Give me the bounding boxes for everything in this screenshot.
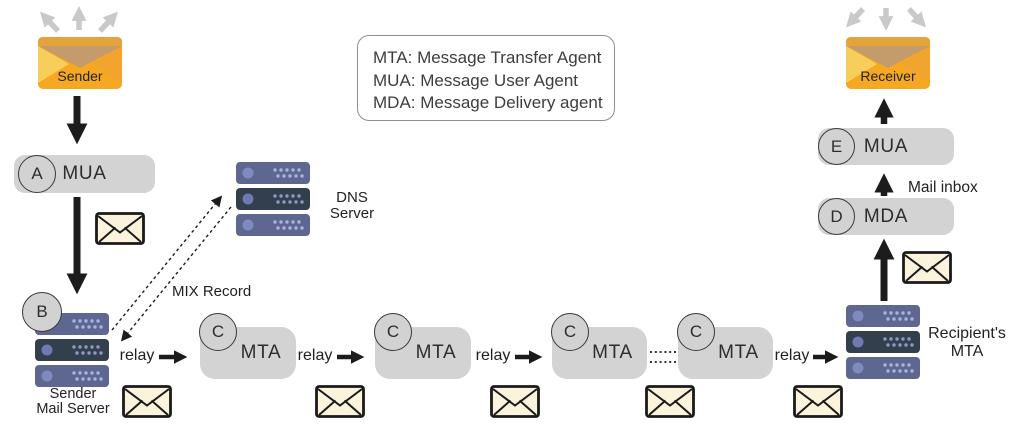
receiver-broadcast-arrows-icon [845, 7, 927, 31]
dns-server-label: DNS Server [329, 189, 375, 222]
recipient-mta-server-icon [845, 305, 921, 379]
mail-envelope-icon [902, 251, 952, 284]
mail-envelope-icon [645, 385, 695, 418]
relay-label-3: relay [475, 347, 511, 364]
node-mua-sender-label: MUA [62, 163, 107, 184]
step-badge-c-2: C [374, 313, 412, 351]
sender-mail-server-label: Sender Mail Server [36, 386, 110, 417]
mail-envelope-icon [490, 385, 540, 418]
relay-label-4: relay [774, 347, 810, 364]
mail-envelope-icon [122, 385, 172, 418]
mail-envelope-icon [315, 385, 365, 418]
legend-line-mda: MDA: Message Delivery agent [373, 93, 603, 112]
step-badge-c-3: C [551, 313, 589, 351]
legend-line-mua: MUA: Message User Agent [373, 70, 579, 90]
step-badge-c-1: C [199, 313, 237, 351]
relay-label-1: relay [119, 347, 155, 364]
mta-chain-ellipsis [650, 351, 677, 363]
recipient-mta-label: Recipient's MTA [928, 325, 1006, 360]
mail-envelope-icon [95, 212, 145, 245]
mail-envelope-icon [793, 385, 843, 418]
mail-inbox-label: Mail inbox [908, 179, 978, 196]
mix-record-label: MIX Record [172, 283, 252, 300]
step-badge-b: B [22, 292, 62, 332]
sender-broadcast-arrows-icon [39, 6, 119, 33]
receiver-label: Receiver [860, 68, 916, 84]
dns-server-icon [235, 162, 311, 236]
step-badge-c-4: C [677, 313, 715, 351]
legend-line-mta: MTA: Message Transfer Agent [373, 48, 602, 67]
step-badge-a: A [18, 155, 56, 193]
legend-box: MTA: Message Transfer Agent MUA: Message… [357, 35, 615, 121]
step-badge-e: E [818, 128, 855, 165]
sender-envelope-icon: Sender [38, 37, 122, 89]
receiver-envelope-icon: Receiver [846, 37, 930, 89]
sender-label: Sender [57, 68, 103, 84]
relay-label-2: relay [297, 347, 333, 364]
step-badge-d: D [818, 198, 855, 235]
